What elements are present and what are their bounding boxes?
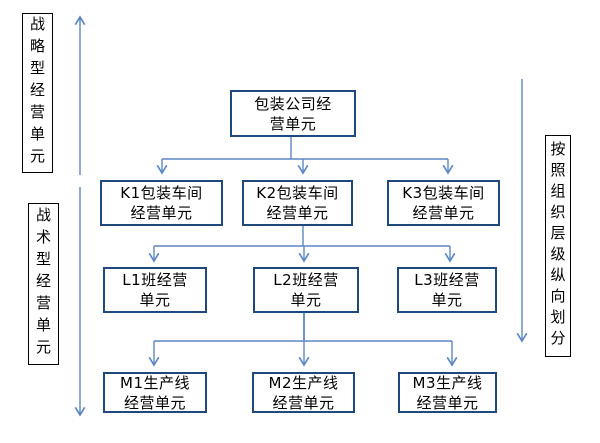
- node-company-unit: 包装公司经 营单元: [230, 90, 356, 137]
- label-hierarchy-note-text: 按照组织层级纵向划分: [548, 141, 567, 351]
- node-k1-workshop-unit: K1包装车间 经营单元: [100, 180, 223, 226]
- connector-k-to-l: [148, 226, 456, 263]
- label-strategic-unit-text: 战略型经营单元: [28, 16, 46, 170]
- node-m1-line-unit: M1生产线 经营单元: [103, 372, 207, 413]
- node-l3-team-unit: L3班经营 单元: [397, 267, 497, 313]
- node-m3-line-unit: M3生产线 经营单元: [398, 372, 497, 413]
- node-l2-team-unit: L2班经营 单元: [253, 267, 359, 313]
- label-hierarchy-note: 按照组织层级纵向划分: [545, 135, 571, 357]
- connector-company-to-k: [156, 137, 454, 175]
- connector-l-to-m: [148, 313, 458, 367]
- node-k2-workshop-unit: K2包装车间 经营单元: [242, 180, 353, 226]
- label-strategic-unit: 战略型经营单元: [22, 13, 53, 173]
- node-m2-line-unit: M2生产线 经营单元: [252, 372, 355, 413]
- node-k3-workshop-unit: K3包装车间 经营单元: [387, 180, 500, 226]
- label-tactical-unit: 战术型经营单元: [28, 203, 59, 365]
- node-l1-team-unit: L1班经营 单元: [103, 267, 207, 313]
- label-tactical-unit-text: 战术型经营单元: [34, 207, 52, 361]
